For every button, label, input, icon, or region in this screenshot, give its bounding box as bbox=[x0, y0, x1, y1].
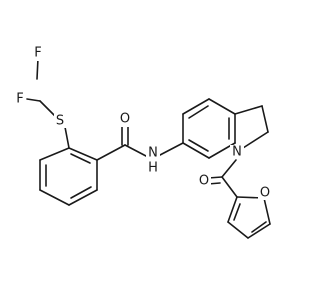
atom-o-furan-carbonyl: O bbox=[199, 174, 209, 189]
atom-o-furan-ring: O bbox=[260, 186, 270, 201]
atom-n-amide: N bbox=[148, 146, 158, 161]
atom-s1: S bbox=[56, 114, 64, 129]
bond-ring2-f bbox=[182, 142, 210, 159]
bonds bbox=[26, 57, 271, 239]
bond-ring2-b bbox=[182, 98, 210, 115]
atom-f2: F bbox=[16, 92, 23, 107]
atom-n-indoline: N bbox=[232, 145, 242, 160]
bond-n-indoline-c6 bbox=[159, 142, 184, 156]
bond-acyl-furan bbox=[221, 176, 238, 198]
bond-furan-inner-1 bbox=[233, 203, 241, 221]
bond-cf1 bbox=[36, 57, 39, 80]
bond-ring1-f bbox=[68, 147, 98, 161]
molecule-structure: F F S O N H N O O bbox=[14, 45, 272, 239]
bond-furan-inner-2 bbox=[251, 221, 267, 233]
bond-cf2 bbox=[26, 98, 41, 102]
bond-ring1-inner-3 bbox=[70, 153, 91, 164]
bond-ring2-inner-3 bbox=[188, 139, 209, 152]
bond-n-acyl bbox=[221, 159, 237, 178]
bond-ring3-b bbox=[261, 105, 269, 133]
bond-furan-c bbox=[247, 223, 271, 239]
bond-furan-d bbox=[263, 197, 271, 225]
atom-labels: F F S O N H N O O bbox=[14, 46, 272, 201]
bond-aryl-carbonyl bbox=[96, 144, 126, 161]
molecule-canvas: F F S O N H N O O bbox=[14, 45, 272, 239]
bond-ring2-c bbox=[208, 98, 236, 115]
bond-furan-a bbox=[227, 196, 238, 223]
atom-h-amide: H bbox=[148, 161, 158, 176]
bond-ring1-inner-2 bbox=[70, 186, 92, 199]
bond-ring3-c bbox=[242, 131, 269, 149]
bond-ring1-a bbox=[39, 147, 70, 161]
bond-ring3-a bbox=[234, 105, 263, 115]
bond-ring1-c bbox=[39, 189, 70, 206]
atom-o-amide: O bbox=[120, 112, 130, 127]
bond-c-n-amide bbox=[124, 144, 147, 157]
atom-f1: F bbox=[34, 46, 41, 61]
bond-furan-b bbox=[227, 221, 249, 239]
bond-ring2-inner-1 bbox=[188, 105, 209, 119]
bond-ring1-d bbox=[68, 189, 98, 206]
bond-s-aryl bbox=[64, 126, 70, 149]
